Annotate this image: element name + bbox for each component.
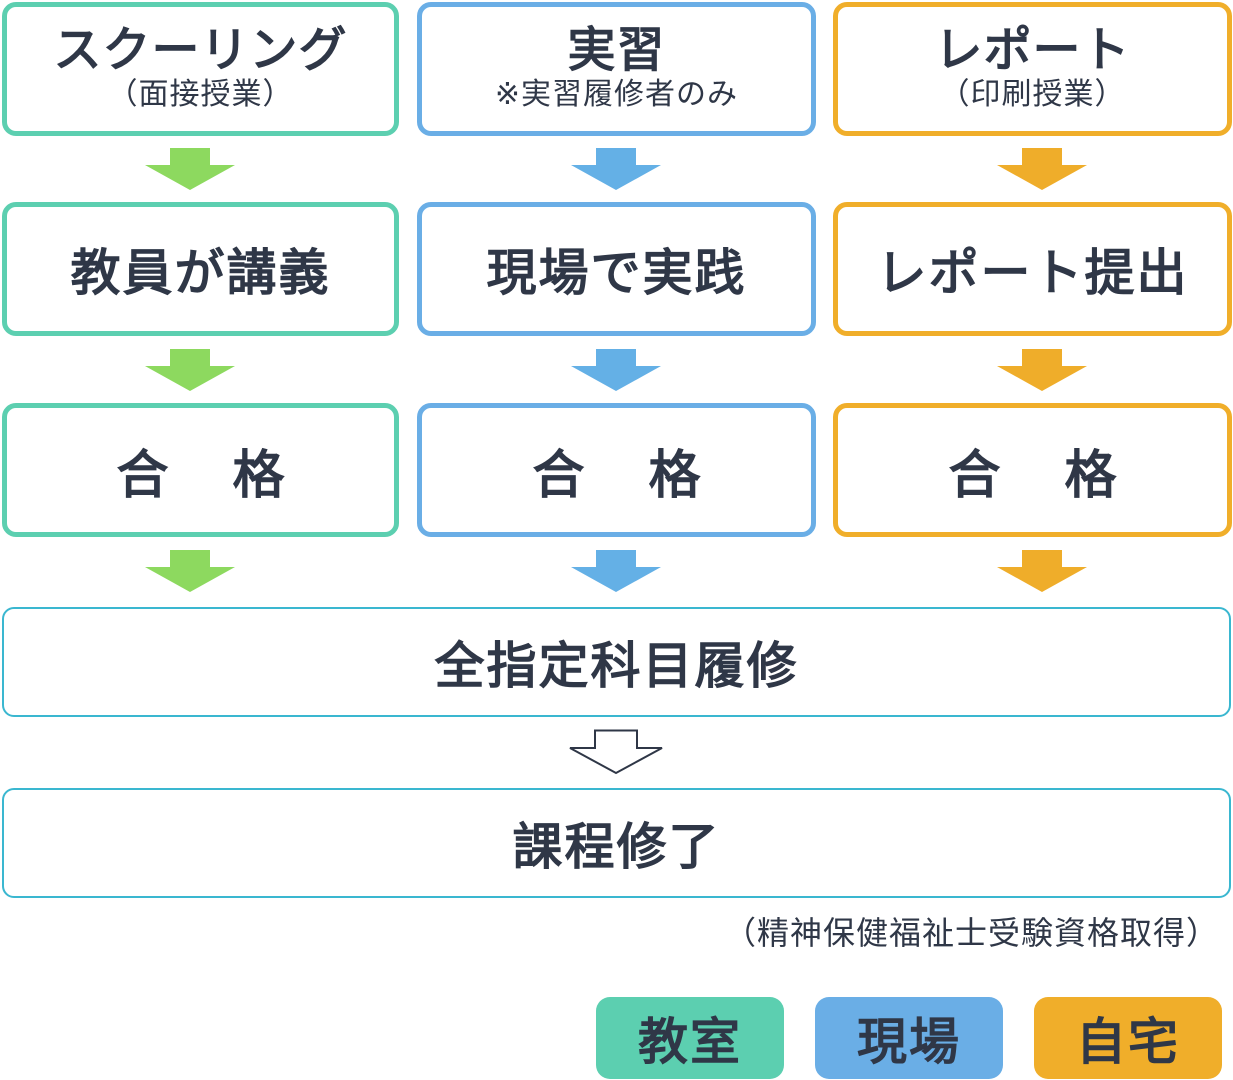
pass-char-1: 合 <box>948 445 1001 506</box>
report-box: レポート （印刷授業） <box>833 2 1232 136</box>
arrow-down-icon <box>997 550 1087 592</box>
all-courses-label: 全指定科目履修 <box>434 637 799 695</box>
arrow-down-icon <box>571 550 661 592</box>
arrow-down-icon <box>145 148 235 190</box>
practicum-title: 実習 <box>567 21 666 78</box>
arrow-down-icon <box>997 148 1087 190</box>
report-subtitle: （印刷授業） <box>939 77 1126 113</box>
report-submit-label: レポート提出 <box>876 244 1189 302</box>
completion-box: 課程修了 <box>2 788 1231 898</box>
schooling-subtitle: （面接授業） <box>107 77 294 113</box>
legend-home: 自宅 <box>1034 997 1222 1079</box>
pass-label-report: 合格 <box>948 433 1116 508</box>
pass-box-schooling: 合格 <box>2 403 399 537</box>
legend-field-label: 現場 <box>857 1013 961 1071</box>
outline-arrow-down-icon <box>569 729 663 775</box>
practicum-box: 実習 ※実習履修者のみ <box>417 2 816 136</box>
practice-box: 現場で実践 <box>417 202 816 336</box>
pass-char-2: 格 <box>232 445 285 506</box>
legend-classroom: 教室 <box>596 997 784 1079</box>
qualification-note: （精神保健福祉士受験資格取得） <box>723 914 1219 952</box>
all-courses-box: 全指定科目履修 <box>2 607 1231 717</box>
arrow-down-icon <box>571 349 661 391</box>
arrow-down-icon <box>571 148 661 190</box>
pass-char-1: 合 <box>532 445 585 506</box>
pass-box-report: 合格 <box>833 403 1232 537</box>
arrow-down-icon <box>997 349 1087 391</box>
arrow-down-icon <box>145 550 235 592</box>
legend-classroom-label: 教室 <box>638 1013 742 1071</box>
pass-char-2: 格 <box>648 445 701 506</box>
pass-char-2: 格 <box>1064 445 1117 506</box>
legend-field: 現場 <box>815 997 1003 1079</box>
lecture-box: 教員が講義 <box>2 202 399 336</box>
arrow-down-icon <box>145 349 235 391</box>
pass-label-schooling: 合格 <box>116 433 284 508</box>
practicum-subtitle: ※実習履修者のみ <box>494 77 739 113</box>
pass-box-practicum: 合格 <box>417 403 816 537</box>
lecture-label: 教員が講義 <box>70 244 331 302</box>
schooling-box: スクーリング （面接授業） <box>2 2 399 136</box>
pass-label-practicum: 合格 <box>532 433 700 508</box>
legend-home-label: 自宅 <box>1076 1013 1180 1071</box>
practice-label: 現場で実践 <box>486 244 747 302</box>
report-title: レポート <box>934 21 1131 78</box>
report-submit-box: レポート提出 <box>833 202 1232 336</box>
completion-label: 課程修了 <box>512 818 721 876</box>
schooling-title: スクーリング <box>53 21 348 78</box>
pass-char-1: 合 <box>116 445 169 506</box>
